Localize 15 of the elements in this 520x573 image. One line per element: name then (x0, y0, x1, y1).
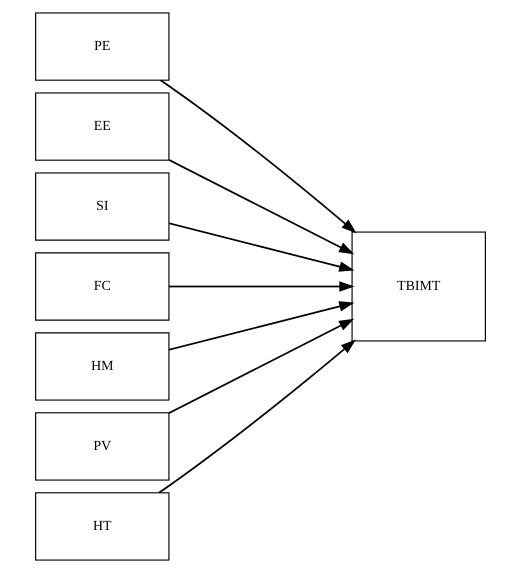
node-box: EE (34, 92, 170, 161)
arrow (168, 301, 354, 351)
node-box: HT (34, 492, 170, 561)
node-box: PV (34, 412, 170, 481)
arrow (168, 318, 354, 414)
arrow (160, 80, 356, 234)
node-box: SI (34, 172, 170, 241)
node-box: FC (34, 252, 170, 321)
arrow (158, 340, 356, 494)
arrow (168, 222, 354, 272)
node-box: HM (34, 332, 170, 401)
arrow (168, 159, 354, 254)
node-box: TBIMT (351, 231, 486, 342)
node-box: PE (34, 12, 170, 81)
arrow (168, 281, 354, 292)
